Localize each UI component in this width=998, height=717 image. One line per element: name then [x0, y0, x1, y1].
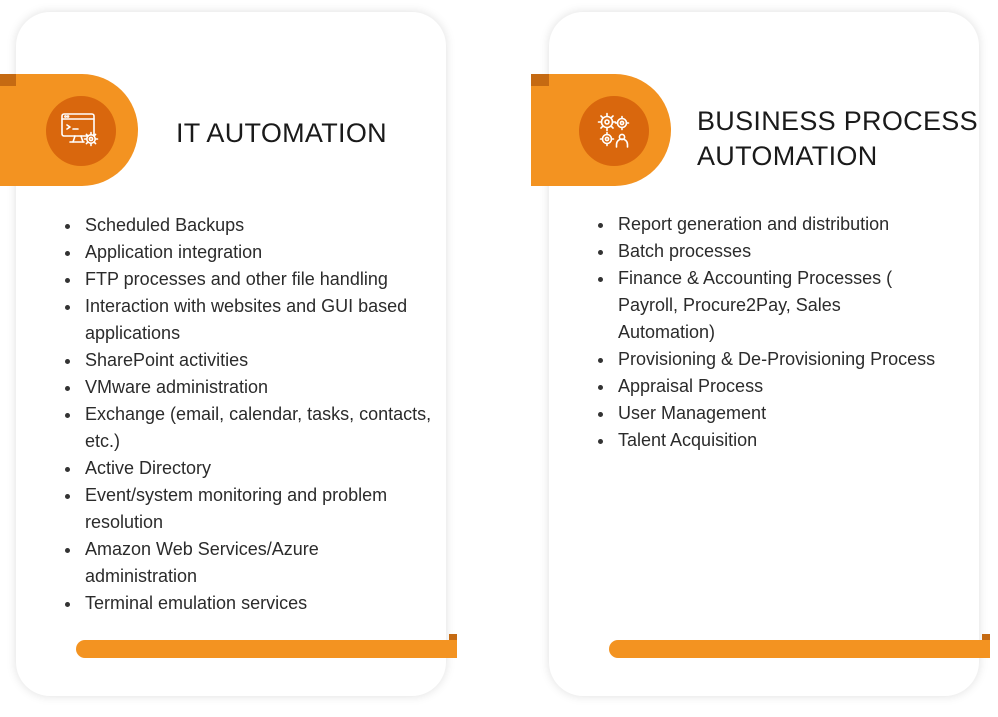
card-banner — [0, 74, 138, 186]
business-process-automation-card: BUSINESS PROCESS AUTOMATION Report genera… — [531, 12, 990, 696]
it-automation-card: IT AUTOMATION Scheduled Backups Applicat… — [0, 12, 457, 696]
bar-fold — [449, 634, 457, 640]
it-automation-list: Scheduled Backups Application integratio… — [63, 212, 433, 617]
card-title: IT AUTOMATION — [176, 118, 387, 148]
bar-fold — [982, 634, 990, 640]
list-item: Provisioning & De-Provisioning Process — [596, 346, 936, 373]
banner-fold — [531, 74, 549, 86]
icon-circle — [46, 96, 116, 166]
list-item: User Management — [596, 400, 936, 427]
bottom-accent-bar — [76, 634, 457, 658]
bottom-accent-bar — [609, 634, 990, 658]
card-title-line: AUTOMATION — [697, 141, 878, 171]
list-item: Interaction with websites and GUI based … — [63, 293, 433, 347]
list-item: Application integration — [63, 239, 433, 266]
list-item: Scheduled Backups — [63, 212, 433, 239]
business-process-list: Report generation and distribution Batch… — [596, 211, 936, 454]
list-item: Amazon Web Services/Azure administration — [63, 536, 433, 590]
list-item: Event/system monitoring and problem reso… — [63, 482, 433, 536]
list-item: Terminal emulation services — [63, 590, 433, 617]
icon-circle — [579, 96, 649, 166]
card-title-line: BUSINESS PROCESS — [697, 106, 978, 136]
list-item: Appraisal Process — [596, 373, 936, 400]
list-item: Batch processes — [596, 238, 936, 265]
monitor-gear-icon — [61, 113, 99, 147]
card-title: BUSINESS PROCESS AUTOMATION — [697, 104, 978, 174]
list-item: SharePoint activities — [63, 347, 433, 374]
card-banner — [531, 74, 671, 186]
list-item: Exchange (email, calendar, tasks, contac… — [63, 401, 433, 455]
list-item: Talent Acquisition — [596, 427, 936, 454]
list-item: Finance & Accounting Processes ( Payroll… — [596, 265, 936, 346]
list-item: FTP processes and other file handling — [63, 266, 433, 293]
gears-person-icon — [597, 112, 630, 148]
list-item: Active Directory — [63, 455, 433, 482]
list-item: Report generation and distribution — [596, 211, 936, 238]
banner-fold — [0, 74, 16, 86]
list-item: VMware administration — [63, 374, 433, 401]
